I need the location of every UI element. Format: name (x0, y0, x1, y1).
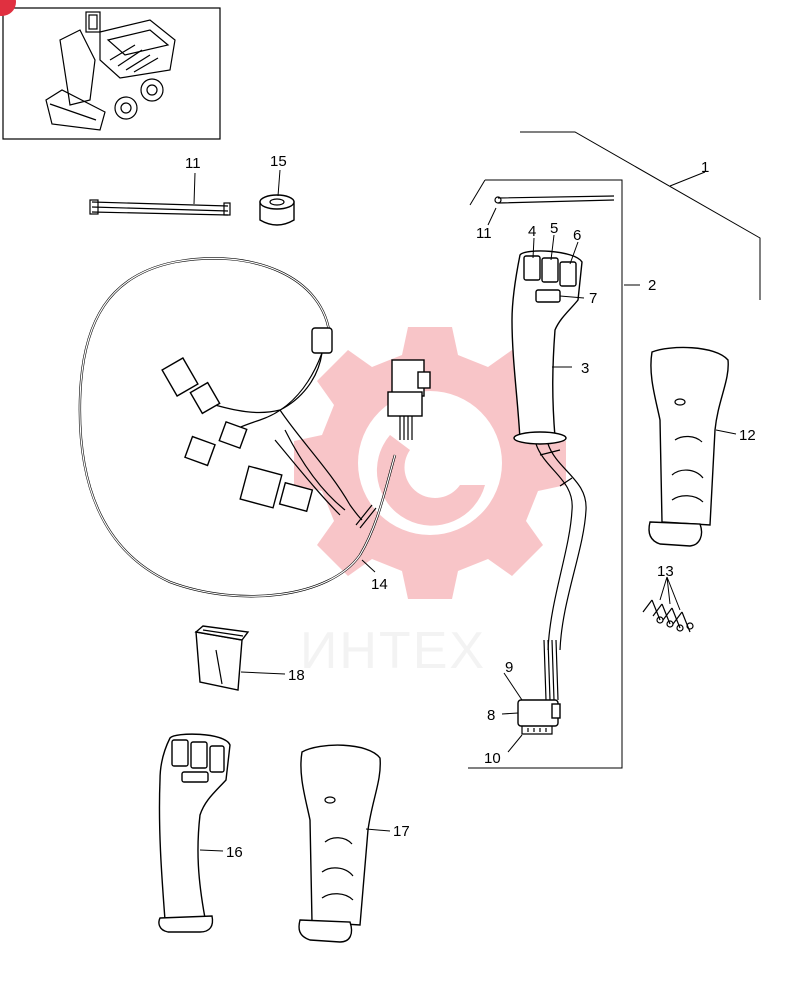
callout-1: 1 (701, 159, 709, 176)
part-11-kit-cable-tie (494, 195, 615, 204)
callout-11-loose: 11 (185, 155, 201, 172)
thumbnail-badge (0, 0, 16, 16)
part-11-cable-tie (89, 199, 231, 216)
callout-7: 7 (589, 290, 597, 307)
watermark-text: ИНТЕХ (300, 622, 486, 680)
callout-11-kit: 11 (476, 225, 492, 242)
callout-4: 4 (528, 223, 536, 240)
watermark-gear-icon (294, 327, 566, 599)
skid-steer-loader-icon (45, 11, 176, 131)
part-15-grommet (259, 194, 295, 226)
callout-12: 12 (739, 427, 756, 444)
callout-labels: 1 2 3 4 5 6 7 8 9 10 11 11 12 13 14 15 1… (185, 153, 756, 861)
part-16-handle (158, 733, 231, 933)
callout-6: 6 (573, 227, 581, 244)
callout-5: 5 (550, 220, 558, 237)
kit-frame (468, 131, 761, 769)
part-8-connector (517, 699, 561, 735)
thumbnail (0, 0, 221, 140)
callout-18: 18 (288, 667, 305, 684)
callout-16: 16 (226, 844, 243, 861)
part-17-grip (298, 744, 381, 943)
leader-lines (193, 169, 737, 852)
watermark-logo: ИНТЕХ (294, 327, 566, 680)
callout-3: 3 (581, 360, 589, 377)
callout-14: 14 (371, 576, 388, 593)
callout-9: 9 (505, 659, 513, 676)
part-13-screws (642, 599, 694, 633)
part-14-wire-harness (78, 257, 431, 598)
callout-15: 15 (270, 153, 287, 170)
part-3-joystick-handle (511, 250, 587, 701)
callout-2: 2 (648, 277, 656, 294)
callout-8: 8 (487, 707, 495, 724)
callout-13: 13 (657, 563, 674, 580)
callout-17: 17 (393, 823, 410, 840)
part-12-grip (648, 346, 729, 547)
callout-10: 10 (484, 750, 501, 767)
part-18-boot (194, 625, 250, 691)
